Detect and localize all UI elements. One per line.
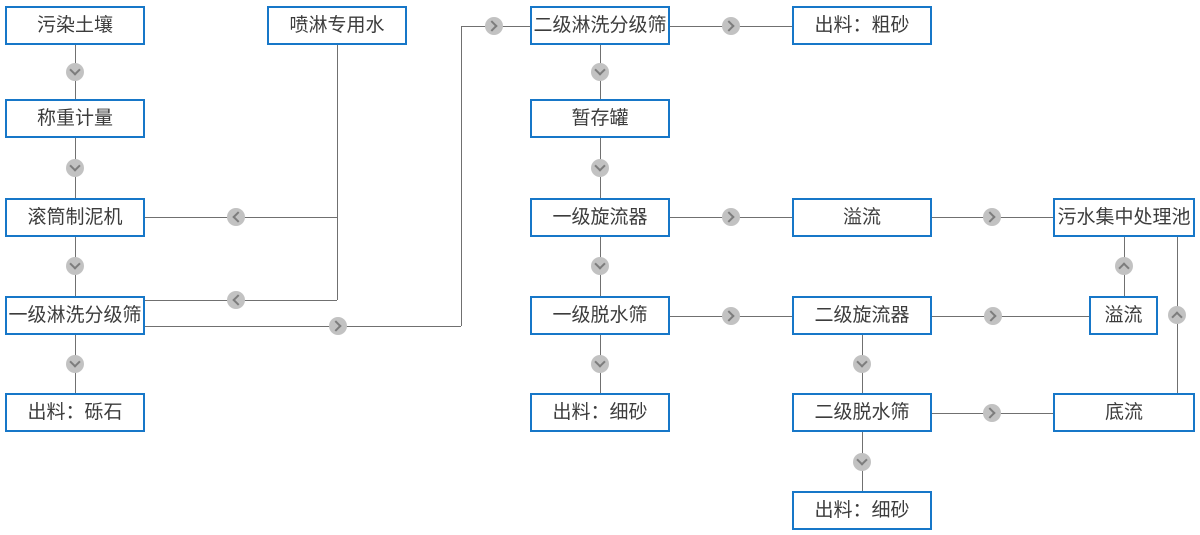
node-contaminated-soil: 污染土壤 xyxy=(5,6,145,45)
node-spray-water: 喷淋专用水 xyxy=(267,6,407,45)
node-drum-mud-machine: 滚筒制泥机 xyxy=(5,198,145,237)
chevron-right-icon xyxy=(722,208,740,226)
chevron-left-icon xyxy=(227,208,245,226)
chevron-up-icon xyxy=(1115,257,1133,275)
chevron-right-icon xyxy=(329,317,347,335)
chevron-right-icon xyxy=(485,17,503,35)
chevron-down-icon xyxy=(591,63,609,81)
node-stage1-washing-screen: 一级淋洗分级筛 xyxy=(5,296,145,335)
chevron-down-icon xyxy=(853,453,871,471)
chevron-down-icon xyxy=(66,257,84,275)
node-overflow-1: 溢流 xyxy=(792,198,932,237)
node-stage1-dewatering-screen: 一级脱水筛 xyxy=(530,296,670,335)
connector-line xyxy=(145,326,461,327)
chevron-right-icon xyxy=(984,307,1002,325)
connector-line xyxy=(932,316,1089,317)
node-stage2-cyclone: 二级旋流器 xyxy=(792,296,932,335)
chevron-down-icon xyxy=(591,257,609,275)
chevron-down-icon xyxy=(66,159,84,177)
chevron-right-icon xyxy=(983,208,1001,226)
connector-line xyxy=(337,45,338,300)
chevron-down-icon xyxy=(853,355,871,373)
node-stage2-washing-screen: 二级淋洗分级筛 xyxy=(530,6,670,45)
chevron-down-icon xyxy=(591,355,609,373)
connector-line xyxy=(461,26,462,326)
chevron-down-icon xyxy=(66,355,84,373)
chevron-down-icon xyxy=(66,63,84,81)
chevron-down-icon xyxy=(591,159,609,177)
node-buffer-tank: 暂存罐 xyxy=(530,99,670,138)
chevron-right-icon xyxy=(722,17,740,35)
chevron-up-icon xyxy=(1168,306,1186,324)
node-output-fine-sand-2: 出料：细砂 xyxy=(792,491,932,530)
chevron-right-icon xyxy=(722,307,740,325)
node-stage2-dewatering-screen: 二级脱水筛 xyxy=(792,393,932,432)
node-weighing: 称重计量 xyxy=(5,99,145,138)
node-output-coarse-sand: 出料：粗砂 xyxy=(792,6,932,45)
node-underflow: 底流 xyxy=(1053,393,1195,432)
node-overflow-2: 溢流 xyxy=(1089,296,1158,335)
node-stage1-cyclone: 一级旋流器 xyxy=(530,198,670,237)
chevron-left-icon xyxy=(227,291,245,309)
node-sewage-treatment-pool: 污水集中处理池 xyxy=(1053,198,1195,237)
node-output-fine-sand-1: 出料：细砂 xyxy=(530,393,670,432)
chevron-right-icon xyxy=(983,404,1001,422)
node-output-gravel: 出料：砾石 xyxy=(5,393,145,432)
